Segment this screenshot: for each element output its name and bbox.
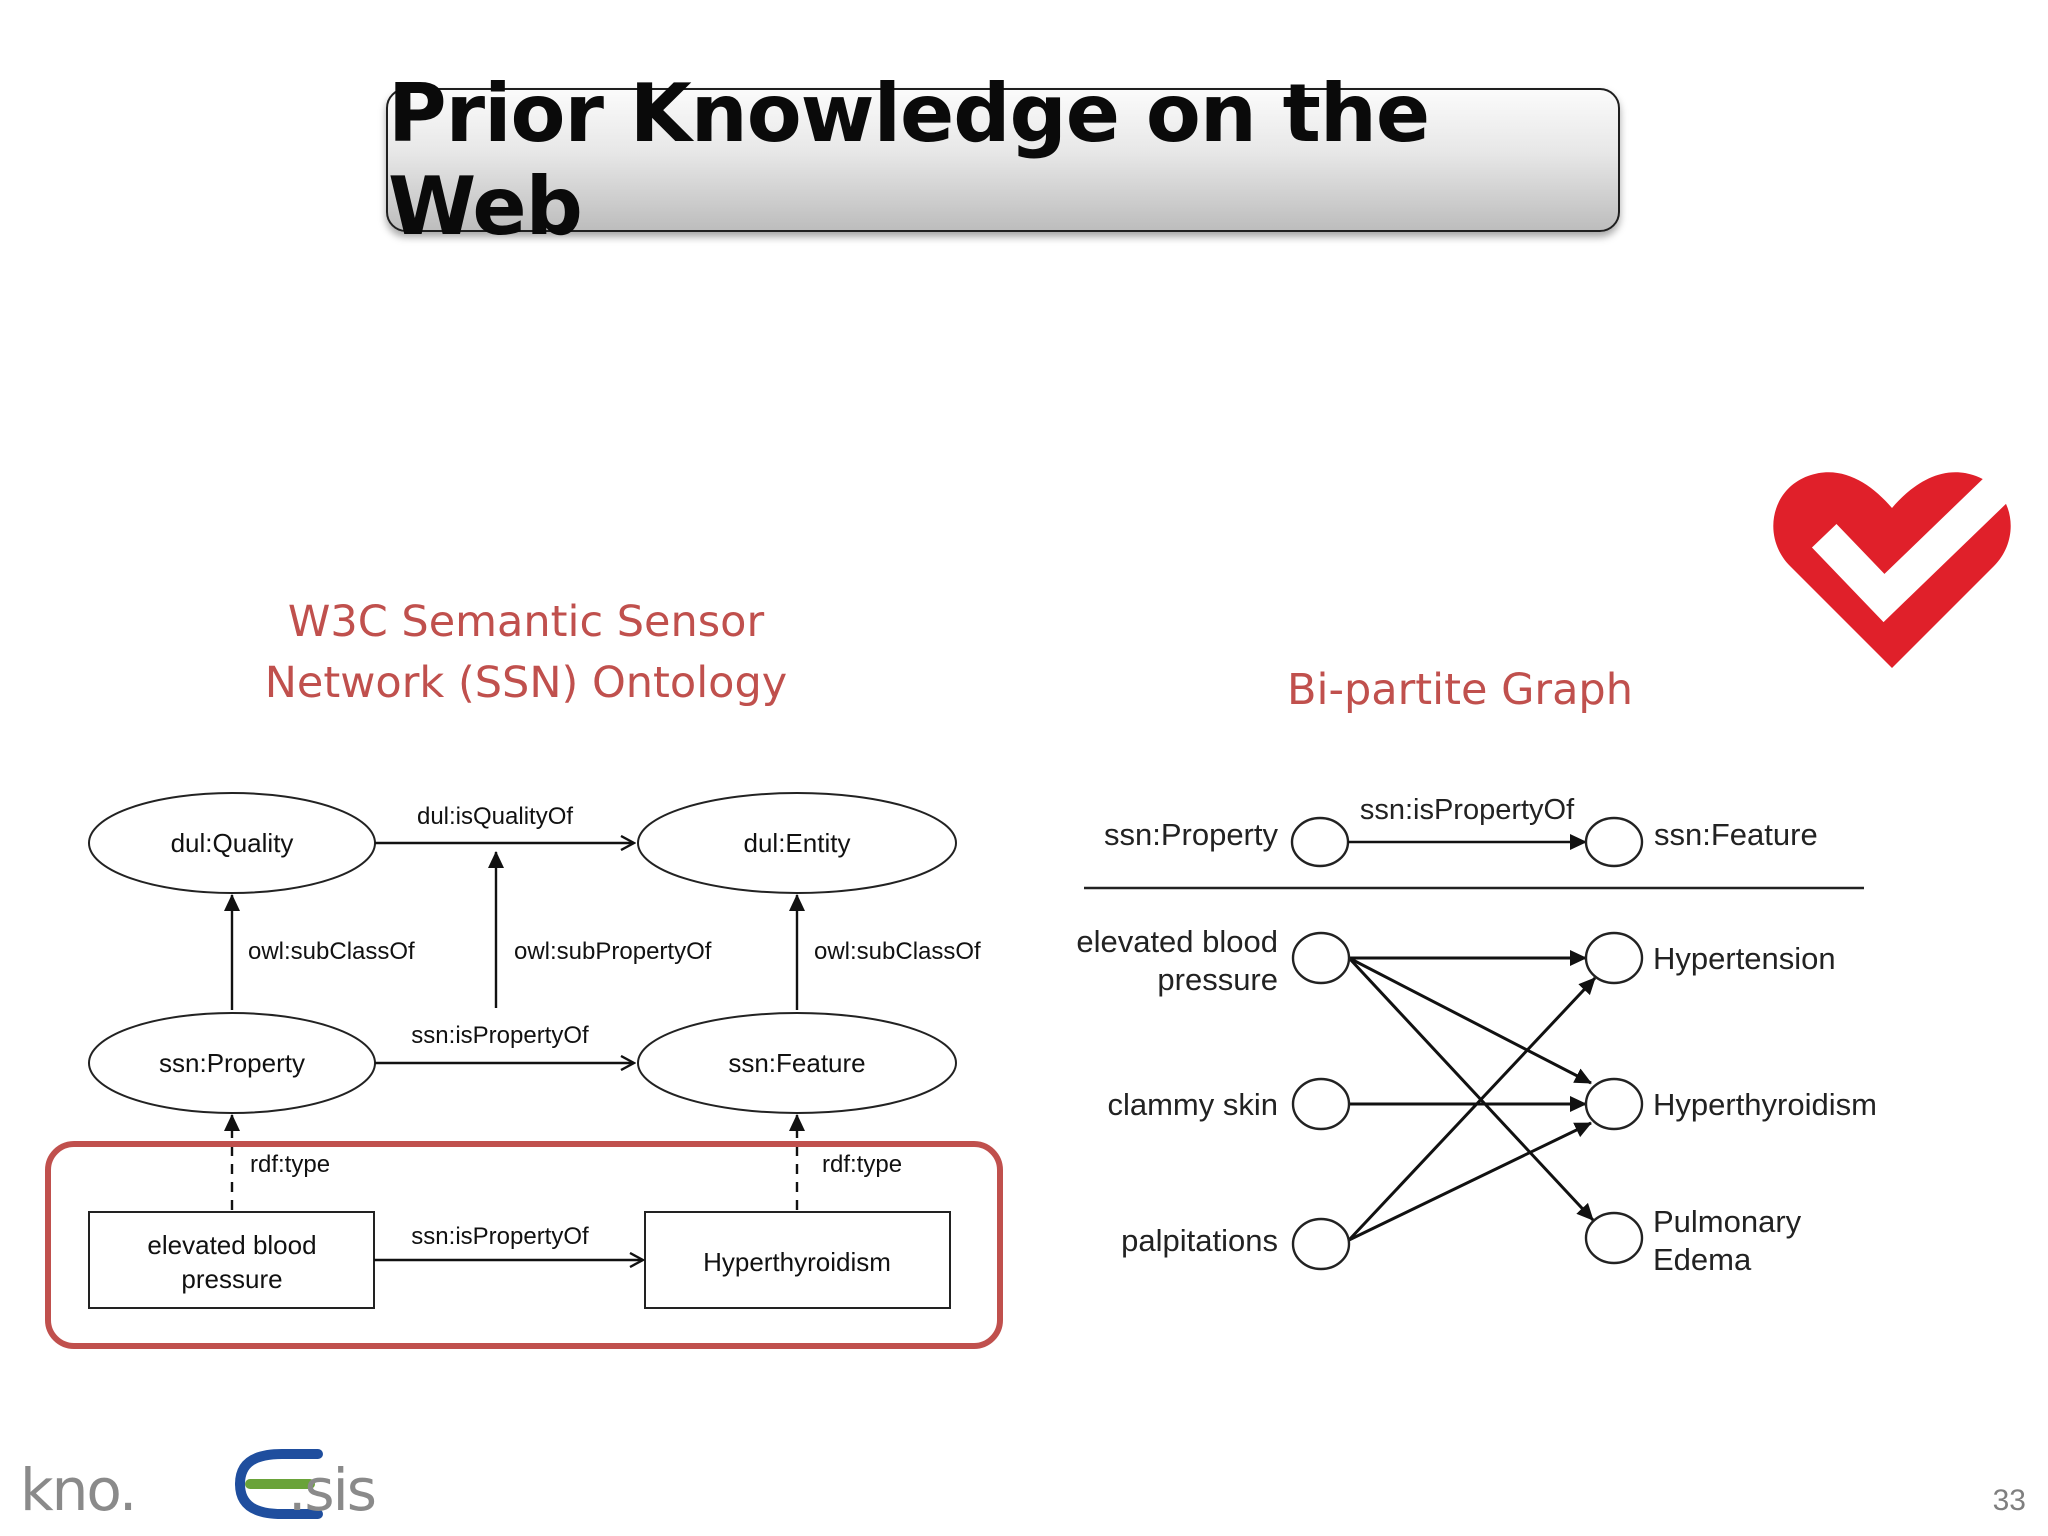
bp-label-pulmonary-line2: Edema — [1653, 1242, 1752, 1277]
node-dul-entity-label: dul:Entity — [744, 828, 851, 858]
ssn-caption-line1: W3C Semantic Sensor — [287, 597, 765, 647]
slide-number: 33 — [1992, 1484, 2026, 1517]
logo-text-left: kno. — [20, 1456, 135, 1524]
bp-node-hypertension — [1584, 931, 1644, 985]
bp-label-ebp-line2: pressure — [1157, 962, 1278, 997]
heart-check-icon — [1773, 461, 2025, 668]
bp-label-clammy: clammy skin — [1107, 1087, 1278, 1122]
legend-source-label: ssn:Property — [1104, 817, 1279, 852]
node-ssn-feature — [637, 1012, 957, 1114]
knoesis-logo: kno. .sis — [20, 1449, 377, 1524]
legend-edge-label: ssn:isPropertyOf — [1360, 794, 1575, 826]
bp-node-clammy — [1291, 1077, 1351, 1131]
logo-e-top — [235, 1449, 323, 1489]
bipartite-graph: ssn:Property ssn:isPropertyOf ssn:Featur… — [1076, 794, 1877, 1277]
bp-edge-ebp-hyperthyroidism — [1348, 956, 1592, 1085]
node-hyperthyroidism — [644, 1211, 951, 1309]
ssn-diagram: dul:Quality dul:Entity ssn:Property ssn:… — [45, 792, 1003, 1349]
ssn-caption: W3C Semantic Sensor Network (SSN) Ontolo… — [230, 592, 822, 714]
bp-node-pulmonary-edema — [1584, 1211, 1644, 1265]
node-ssn-property-label: ssn:Property — [159, 1048, 305, 1078]
bp-label-hyperthyroidism: Hyperthyroidism — [1653, 1087, 1877, 1122]
bp-label-palpitations: palpitations — [1121, 1223, 1278, 1258]
node-elevated-blood-pressure — [88, 1211, 375, 1309]
ssn-caption-line2: Network (SSN) Ontology — [264, 658, 788, 708]
node-ssn-feature-label: ssn:Feature — [728, 1048, 865, 1078]
slide-title-box: Prior Knowledge on the Web — [386, 67, 1620, 253]
legend-target-node — [1584, 816, 1644, 868]
node-dul-quality-label: dul:Quality — [171, 828, 294, 858]
edge-rdf-type-left-label: rdf:type — [250, 1151, 330, 1178]
edge-subclass-right-label: owl:subClassOf — [814, 938, 981, 965]
edge-subproperty-label: owl:subPropertyOf — [514, 938, 712, 965]
bp-label-hypertension: Hypertension — [1653, 941, 1836, 976]
bp-edge-ebp-pulmonary-edema — [1347, 956, 1595, 1222]
legend-target-label: ssn:Feature — [1654, 817, 1818, 852]
node-ebp-label-line2: pressure — [181, 1264, 282, 1294]
bp-node-palpitations — [1291, 1217, 1351, 1271]
highlight-box — [45, 1141, 1003, 1349]
bp-node-hyperthyroidism — [1584, 1077, 1644, 1131]
bp-label-ebp-line1: elevated blood — [1076, 924, 1278, 959]
edge-is-property-of-top-label: ssn:isPropertyOf — [411, 1022, 589, 1049]
logo-e-bottom — [235, 1479, 323, 1519]
edge-is-property-of-bottom-label: ssn:isPropertyOf — [411, 1223, 589, 1250]
slide-title: Prior Knowledge on the Web — [388, 67, 1430, 253]
node-ebp-label-line1: elevated blood — [147, 1230, 316, 1260]
node-dul-entity — [637, 792, 957, 894]
edge-subclass-left-label: owl:subClassOf — [248, 938, 415, 965]
bp-edge-palpitations-hyperthyroidism — [1348, 1121, 1592, 1242]
node-hyperthyroidism-label: Hyperthyroidism — [703, 1247, 891, 1277]
bp-node-ebp — [1291, 931, 1351, 985]
bipartite-caption: Bi-partite Graph — [1287, 665, 1633, 715]
edge-rdf-type-right-label: rdf:type — [822, 1151, 902, 1178]
edge-is-quality-of-label: dul:isQualityOf — [417, 803, 573, 830]
bp-label-pulmonary-line1: Pulmonary — [1653, 1204, 1802, 1239]
bp-edge-palpitations-hypertension — [1347, 976, 1597, 1242]
legend-source-node — [1290, 816, 1350, 868]
logo-text-right: .sis — [288, 1456, 375, 1524]
